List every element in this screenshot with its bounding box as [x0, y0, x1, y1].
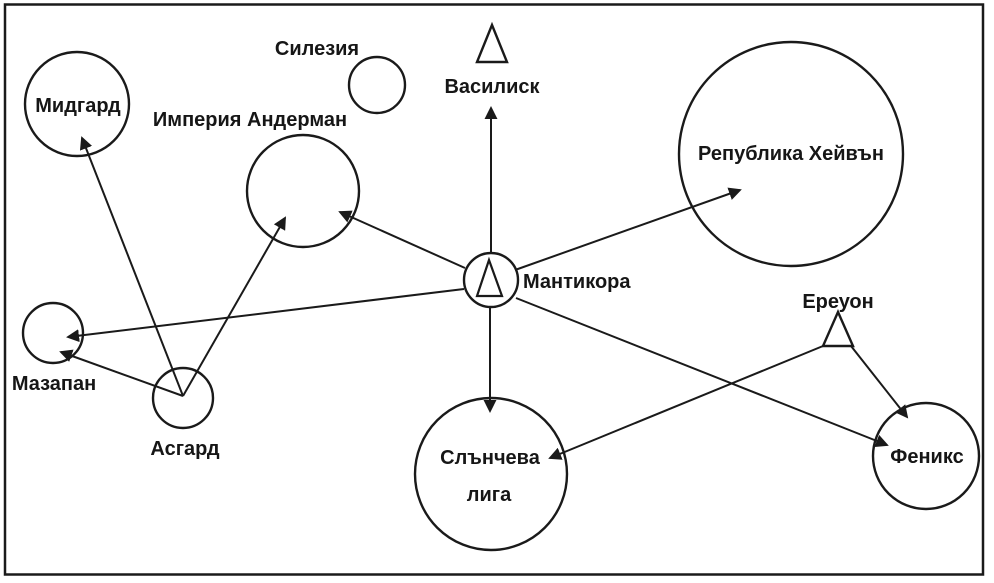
midgard-circle [23, 50, 131, 158]
manticore-circle [462, 251, 520, 309]
node-manticore [462, 251, 520, 309]
edge-manticore-anderman [338, 210, 466, 269]
erewhon-triangle [821, 309, 855, 348]
haven-label: Република Хейвън [698, 143, 884, 165]
mazapan-label: Мазапан [12, 373, 96, 395]
frame-border [3, 3, 985, 576]
edge-manticore-phoenix [515, 297, 889, 447]
node-asgard [151, 366, 215, 430]
edge-erewhon-solar-league [548, 345, 824, 460]
solar-league-label-line2: лига [467, 484, 512, 506]
node-anderman [245, 133, 361, 249]
basilisk-label: Василиск [444, 76, 540, 98]
haven-circle [677, 40, 905, 268]
asgard-circle [151, 366, 215, 430]
edge-asgard-midgard [79, 136, 184, 397]
solar-league-label-line1: Слънчева [440, 447, 541, 469]
anderman-circle [245, 133, 361, 249]
silesia-label: Силезия [275, 38, 359, 60]
node-silesia [347, 55, 407, 115]
edge-asgard-anderman [182, 216, 286, 397]
node-mazapan [21, 301, 85, 365]
mazapan-circle [21, 301, 85, 365]
edge-manticore-haven [514, 187, 742, 271]
node-erewhon [821, 309, 855, 348]
edge-manticore-mazapan [66, 288, 465, 343]
basilisk-triangle [475, 21, 509, 64]
node-solar-league [413, 396, 569, 552]
labels-layer: Мидгард Силезия Василиск Империя Андерма… [12, 38, 964, 506]
node-haven [677, 40, 905, 268]
phoenix-label: Феникс [890, 446, 963, 468]
manticore-inner-triangle [475, 256, 504, 298]
node-phoenix [871, 401, 981, 511]
edge-asgard-mazapan [59, 349, 184, 397]
solar-league-circle [413, 396, 569, 552]
node-basilisk [475, 21, 509, 64]
edge-erewhon-phoenix [850, 345, 909, 419]
asgard-label: Асгард [150, 438, 219, 460]
node-midgard [23, 50, 131, 158]
erewhon-label: Ереуон [802, 291, 873, 313]
edges-layer [59, 106, 909, 460]
phoenix-circle [871, 401, 981, 511]
anderman-label: Империя Андерман [153, 109, 347, 131]
manticore-label: Мантикора [523, 271, 631, 293]
silesia-circle [347, 55, 407, 115]
midgard-label: Мидгард [35, 95, 121, 117]
